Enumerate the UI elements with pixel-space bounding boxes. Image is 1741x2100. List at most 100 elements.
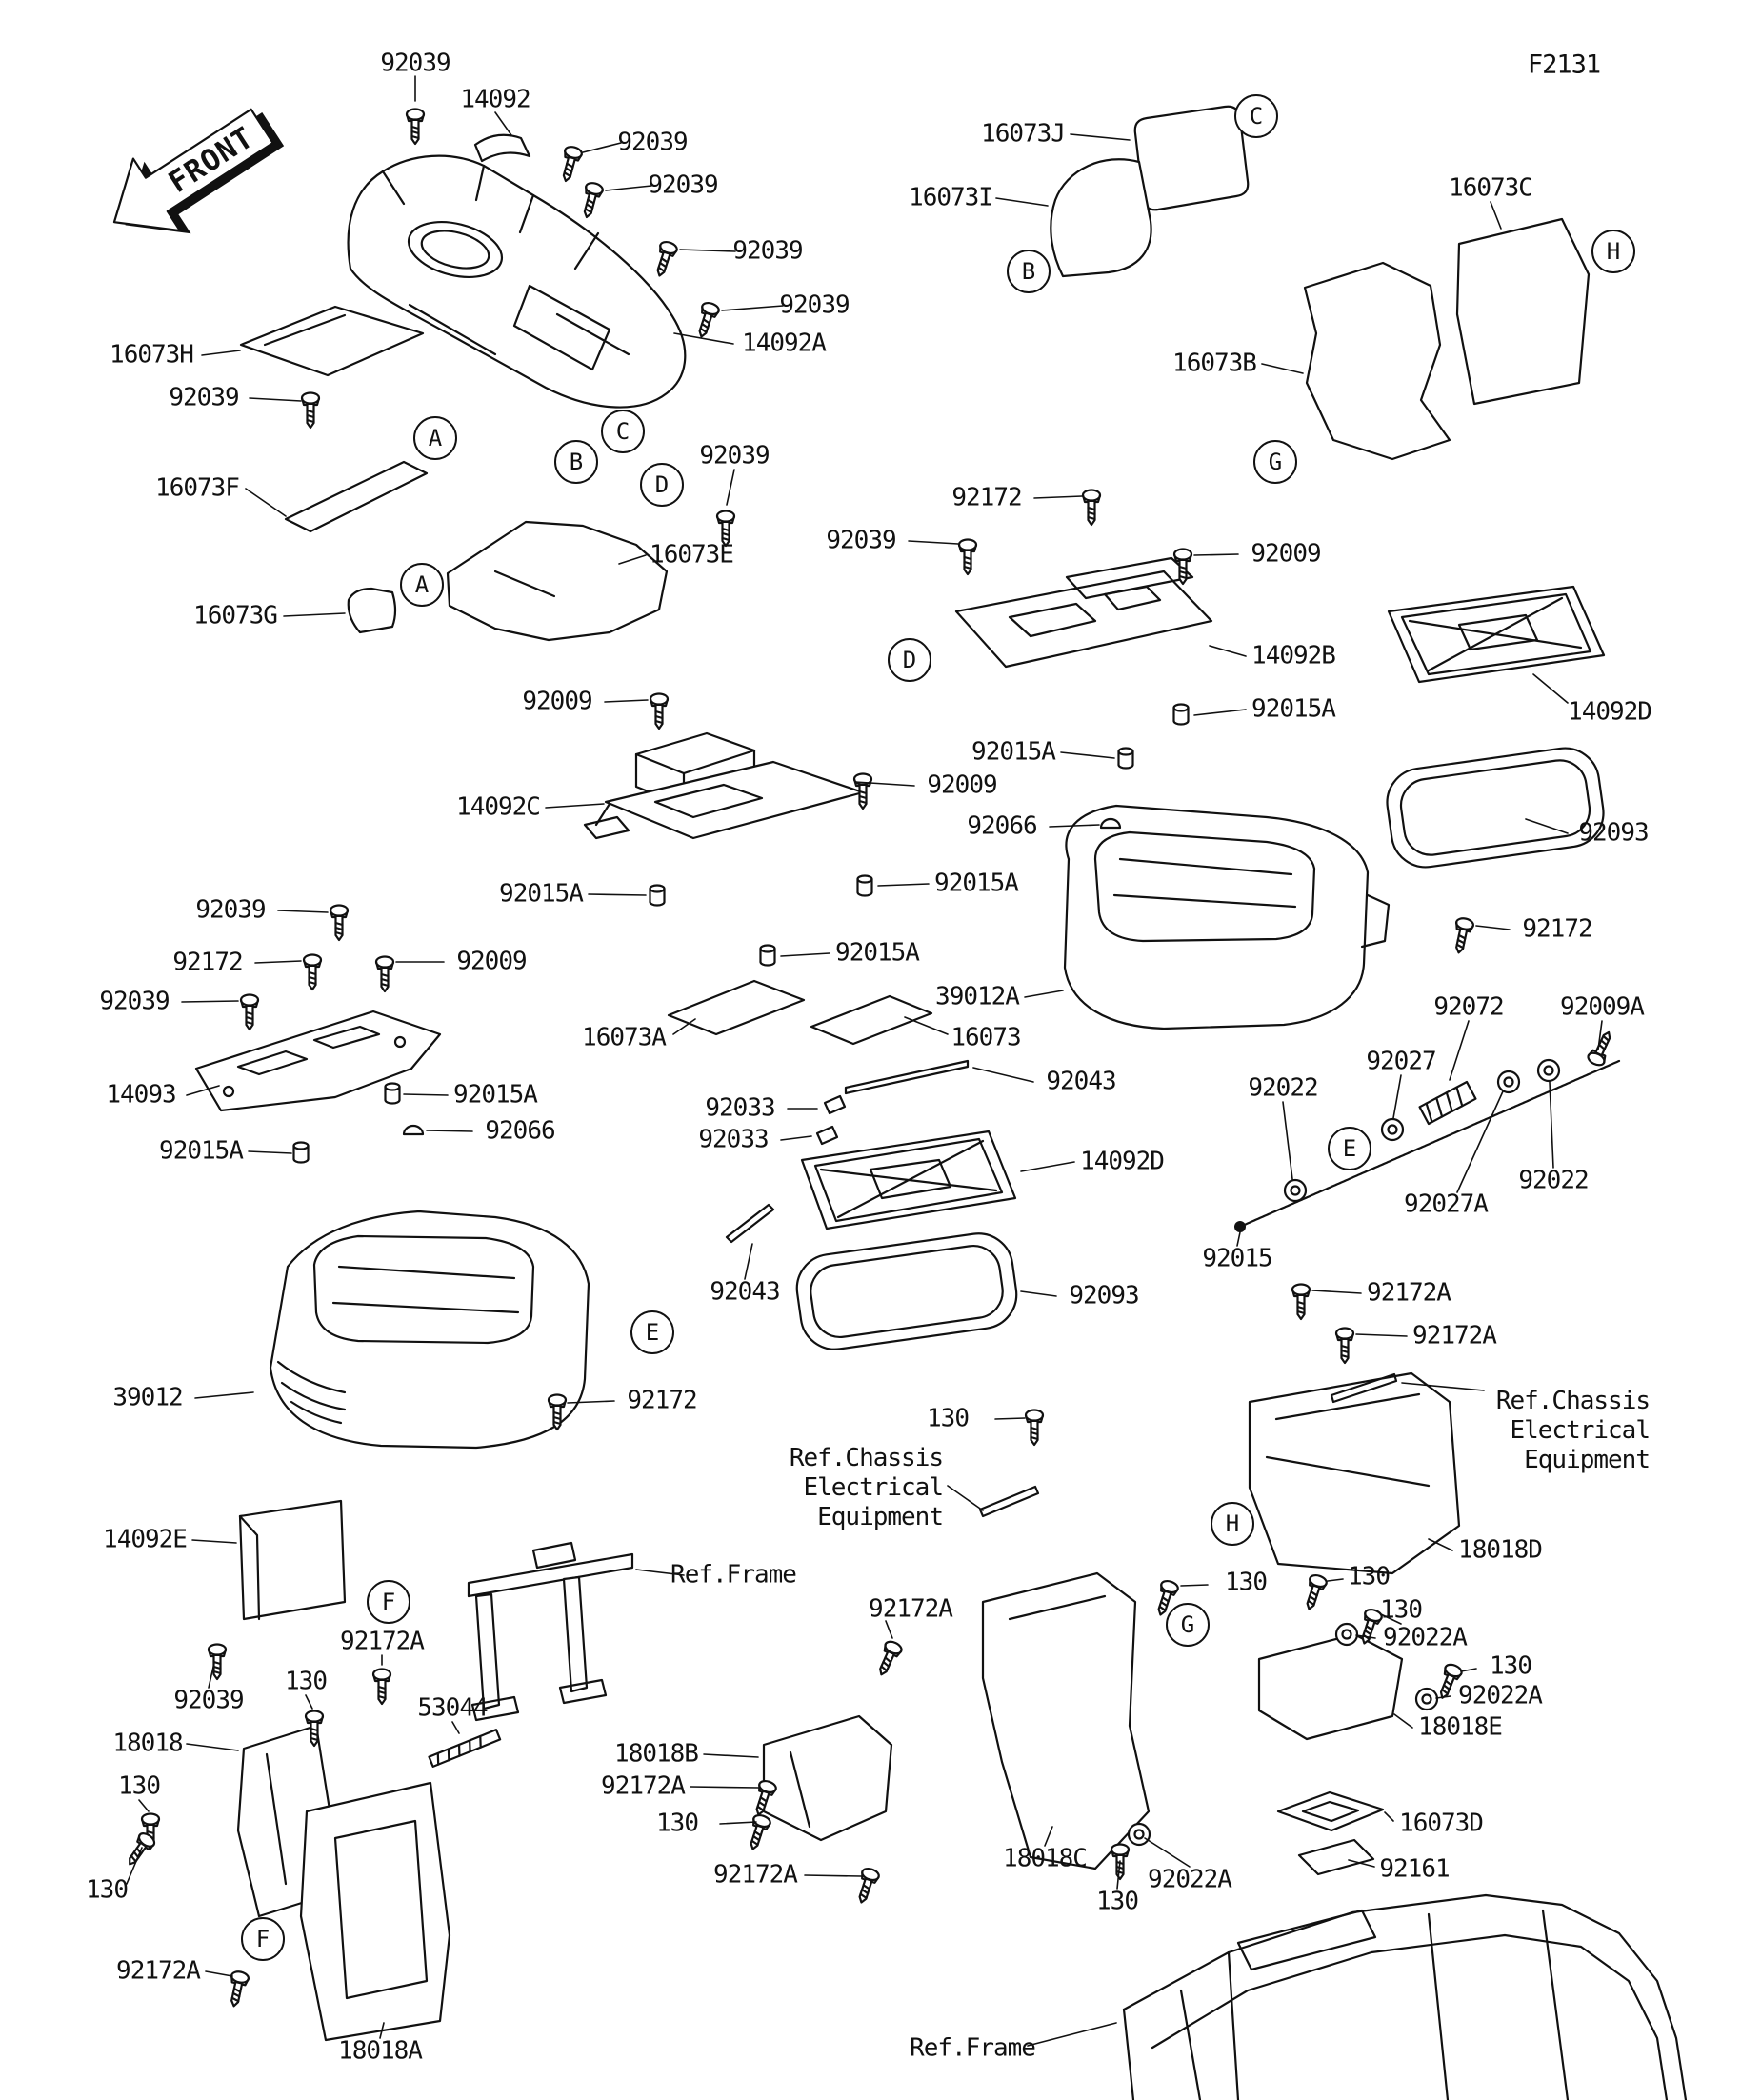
part-number-label: 14092D <box>1080 1147 1165 1176</box>
part-number-label: Ref.Frame <box>910 2033 1036 2063</box>
part-plate-14092B <box>954 556 1213 669</box>
callout-g: G <box>1166 1603 1210 1647</box>
part-number-label: 130 <box>1490 1651 1532 1681</box>
part-guard-18018D <box>1248 1371 1461 1575</box>
callout-b: B <box>1007 250 1051 293</box>
part-number-label: 92015 <box>1202 1244 1272 1273</box>
part-number-label: 18018E <box>1418 1712 1503 1742</box>
part-plate-14093 <box>194 1010 442 1112</box>
part-number-label: 92172A <box>713 1860 798 1890</box>
figure-code: F2131 <box>1527 50 1601 80</box>
part-number-label: 130 <box>1225 1568 1268 1597</box>
callout-a: A <box>400 563 444 607</box>
part-number-label: 92172 <box>1522 914 1592 944</box>
front-arrow: FRONT <box>112 108 285 234</box>
part-number-label: 14092C <box>456 792 541 822</box>
part-number-label: 92039 <box>169 383 239 412</box>
part-number-label: 92039 <box>195 895 266 925</box>
part-number-label: 92172A <box>869 1594 953 1624</box>
part-number-label: 18018A <box>338 2036 423 2066</box>
part-panel-14092E <box>238 1499 347 1621</box>
callout-d: D <box>888 638 931 682</box>
part-number-label: 18018B <box>614 1739 699 1769</box>
part-number-label: 92066 <box>967 811 1037 841</box>
part-clip-92033-a <box>823 1094 847 1115</box>
part-rod-53044 <box>428 1729 502 1768</box>
callout-d: D <box>640 463 684 507</box>
part-number-label: 16073G <box>193 601 278 630</box>
part-number-label: 92009A <box>1560 992 1645 1022</box>
part-number-label: 130 <box>927 1404 970 1433</box>
part-number-label: 92161 <box>1379 1854 1450 1884</box>
part-number-label: 92009 <box>927 770 997 800</box>
part-number-label: 92172A <box>1412 1321 1497 1350</box>
part-pad-16073 <box>810 994 933 1046</box>
part-number-label: 130 <box>656 1809 699 1838</box>
part-pad-16073A <box>667 979 806 1036</box>
part-pad-16073G <box>347 587 397 634</box>
part-number-label: 14092A <box>742 329 827 358</box>
part-number-label: 14092 <box>460 85 530 114</box>
part-number-label: 39012A <box>935 982 1020 1011</box>
part-number-label: 14092D <box>1568 697 1652 727</box>
part-pad-16073D <box>1276 1790 1385 1832</box>
part-pad-16073F <box>284 460 429 533</box>
part-number-label: 92039 <box>380 49 450 78</box>
part-guard-18018B <box>762 1714 893 1842</box>
callout-f: F <box>241 1917 285 1961</box>
part-number-label: 130 <box>1096 1887 1139 1916</box>
part-guard-18018E <box>1257 1632 1404 1741</box>
part-number-label: 92043 <box>710 1277 780 1307</box>
part-number-label: 92039 <box>99 987 170 1016</box>
part-number-label: 39012 <box>112 1383 183 1412</box>
part-clip-92033-b <box>815 1125 839 1146</box>
part-pad-16073B <box>1303 261 1451 461</box>
part-number-label: 16073E <box>650 540 734 570</box>
part-number-label: 92022A <box>1148 1865 1232 1894</box>
part-number-label: 92009 <box>456 947 527 976</box>
part-number-label: 14092E <box>103 1525 188 1554</box>
part-number-label: 92172 <box>172 948 243 977</box>
part-number-label: 92015A <box>453 1080 538 1110</box>
part-number-label: 16073H <box>110 340 194 370</box>
part-number-label: 92015A <box>499 879 584 909</box>
part-spring-92072 <box>1418 1080 1477 1126</box>
part-number-label: 18018 <box>112 1729 183 1758</box>
part-number-label: 92033 <box>698 1125 769 1154</box>
part-number-label: 18018D <box>1458 1535 1543 1565</box>
callout-c: C <box>1234 94 1278 138</box>
part-tray-14092D-right <box>1387 585 1606 684</box>
part-number-label: 92022 <box>1518 1166 1589 1195</box>
part-number-label: 92039 <box>699 441 770 470</box>
part-pad-16073E <box>446 520 669 642</box>
part-number-label: 16073A <box>582 1023 667 1052</box>
part-number-label: 16073J <box>981 119 1066 149</box>
part-number-label: 53044 <box>417 1693 488 1723</box>
part-number-label: 92022A <box>1458 1681 1543 1710</box>
part-number-label: 92039 <box>779 290 850 320</box>
part-number-label: 92072 <box>1433 992 1504 1022</box>
part-number-label: 14092B <box>1251 641 1336 670</box>
part-number-label: 16073I <box>909 183 993 212</box>
callout-h: H <box>1211 1502 1254 1546</box>
callout-h: H <box>1591 230 1635 273</box>
part-tray-14092D-center <box>800 1130 1017 1230</box>
callout-f: F <box>367 1580 410 1624</box>
part-number-label: 16073F <box>155 473 240 503</box>
part-gasket-92093-center <box>795 1232 1018 1350</box>
part-pad-16073H <box>239 305 425 377</box>
part-pin-mid <box>978 1485 1040 1518</box>
part-number-label: 92039 <box>173 1686 244 1715</box>
callout-a: A <box>413 416 457 460</box>
part-number-label: 92093 <box>1069 1281 1139 1310</box>
part-number-label: 92027 <box>1366 1047 1436 1076</box>
part-frame-bracket <box>467 1541 634 1722</box>
part-number-label: 16073 <box>951 1023 1021 1052</box>
assembly-axis <box>1238 1059 1621 1229</box>
leader-lines <box>126 75 1603 2047</box>
part-number-label: 92027A <box>1404 1190 1489 1219</box>
